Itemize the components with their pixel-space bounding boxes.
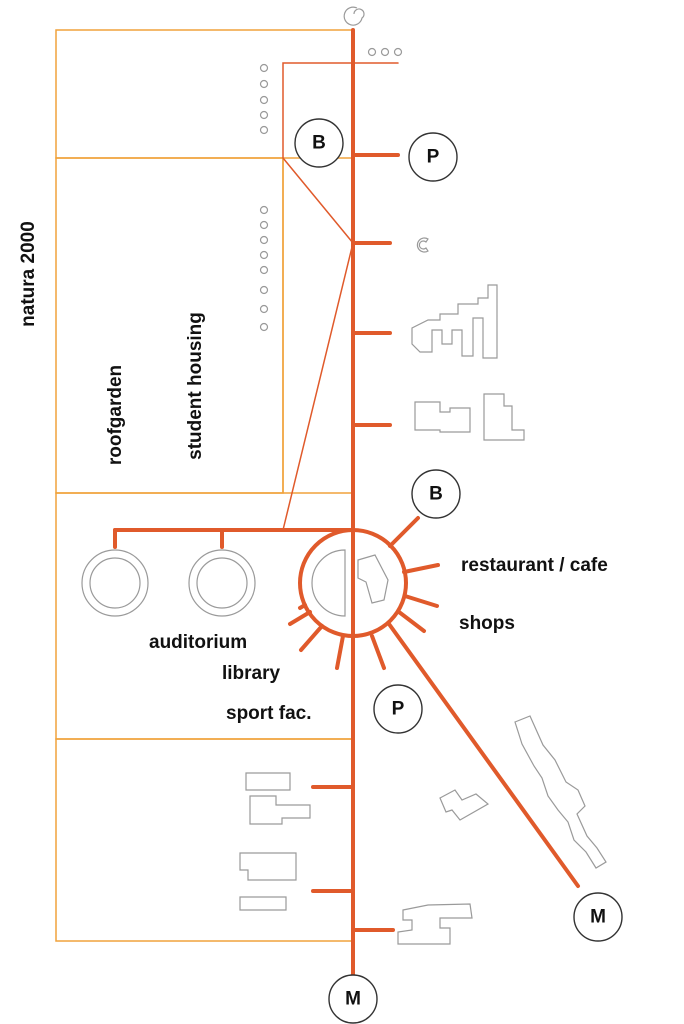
tree-dot (259, 235, 269, 245)
tree-dot (259, 285, 269, 295)
node-parking-bottom-letter: P (392, 699, 405, 720)
tree-dot (367, 47, 377, 57)
ray-metro (387, 622, 580, 888)
label-roofgarden: roofgarden (105, 365, 126, 465)
label-auditorium: auditorium (149, 632, 247, 653)
zone-outlines (55, 29, 354, 942)
node-metro-right: M (573, 892, 623, 942)
node-parking-bottom: P (373, 684, 423, 734)
node-parking-top: P (408, 132, 458, 182)
label-natura: natura 2000 (18, 221, 39, 327)
label-student-housing: student housing (185, 312, 206, 460)
auditorium-connector (113, 528, 355, 549)
ray-restaurant-2 (403, 594, 439, 608)
ray-auditorium-2 (298, 603, 307, 610)
building-footprint (439, 789, 490, 821)
building-footprint (249, 795, 311, 825)
ray-restaurant-1 (402, 563, 440, 574)
building-footprint (245, 772, 291, 791)
top-connector (282, 62, 399, 159)
tree-dot (259, 63, 269, 73)
diagonal-connector-1 (282, 157, 354, 244)
ray-bus (388, 516, 420, 548)
ray-library (299, 624, 324, 652)
node-metro-right-letter: M (590, 907, 606, 928)
ray-sport (335, 634, 345, 670)
diagonal-connector-2 (282, 242, 354, 531)
central-hub (288, 516, 580, 888)
auditorium-buildings (81, 549, 389, 617)
label-restaurant: restaurant / cafe (461, 555, 608, 576)
node-metro-bottom-letter: M (345, 989, 361, 1010)
tree-dots (259, 47, 403, 332)
tree-dot (259, 250, 269, 260)
tree-dot (259, 79, 269, 89)
ray-parking-1 (370, 634, 386, 670)
round-building-1-outer (81, 549, 149, 617)
building-footprints (239, 284, 607, 945)
building-footprint (397, 903, 473, 945)
arc-glyph (416, 237, 429, 253)
building-footprint (483, 393, 525, 441)
arc-glyphs (343, 6, 429, 253)
node-bus-hub: B (411, 469, 461, 519)
building-footprint (411, 284, 498, 359)
node-bus-top: B (294, 118, 344, 168)
ray-shops (397, 610, 426, 633)
building-footprint (414, 401, 471, 433)
building-footprint (239, 852, 297, 881)
tree-dot (259, 95, 269, 105)
tree-dot (259, 220, 269, 230)
zone-bottom (55, 738, 354, 942)
node-parking-top-letter: P (427, 147, 440, 168)
label-library: library (222, 663, 281, 684)
round-building-2-inner (196, 557, 248, 609)
hub-building (357, 554, 389, 604)
tree-dot (259, 265, 269, 275)
hub-circle (298, 528, 408, 638)
tree-dot (259, 304, 269, 314)
tree-dot (259, 205, 269, 215)
round-building-2-outer (188, 549, 256, 617)
node-bus-top-letter: B (312, 133, 326, 154)
building-footprint (514, 715, 607, 869)
tree-dot (259, 322, 269, 332)
zone-housing (55, 157, 284, 494)
building-footprint (239, 896, 287, 911)
tree-dot (259, 110, 269, 120)
spine-branches (311, 153, 400, 932)
node-bus-hub-letter: B (429, 484, 443, 505)
label-shops: shops (459, 613, 515, 634)
spiral-glyph (343, 6, 365, 26)
thin-connectors (282, 62, 399, 531)
round-building-1-inner (89, 557, 141, 609)
ray-auditorium (288, 610, 312, 626)
tree-dot (380, 47, 390, 57)
label-sport: sport fac. (226, 703, 312, 724)
node-metro-bottom: M (328, 974, 378, 1024)
half-round-building (311, 549, 346, 617)
tree-dot (393, 47, 403, 57)
tree-dot (259, 125, 269, 135)
